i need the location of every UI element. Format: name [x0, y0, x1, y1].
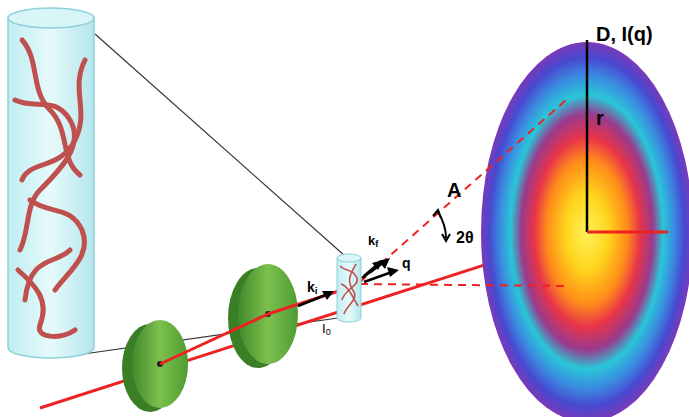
zoom-line: [95, 34, 345, 256]
detector: [481, 42, 689, 417]
magnified-sample: [8, 8, 94, 358]
radius-line: [586, 40, 589, 232]
wave-vector-label: ki: [307, 280, 318, 296]
intensity-label: I0: [322, 322, 331, 337]
scatter-cone: [360, 100, 566, 282]
detector-label: D, I(q): [596, 24, 653, 44]
angle-label: A: [447, 180, 461, 200]
wave-vector-label: q: [402, 256, 411, 270]
sample-cell: [337, 254, 361, 322]
scatter-cone: [360, 284, 568, 286]
aperture: [122, 320, 188, 412]
radius-label: r: [596, 108, 604, 128]
angle-arrow: [433, 210, 450, 241]
wave-vector-label: kf: [368, 234, 378, 249]
wave-vector-arrows: [298, 258, 399, 306]
angle-value: 2θ: [456, 230, 474, 246]
